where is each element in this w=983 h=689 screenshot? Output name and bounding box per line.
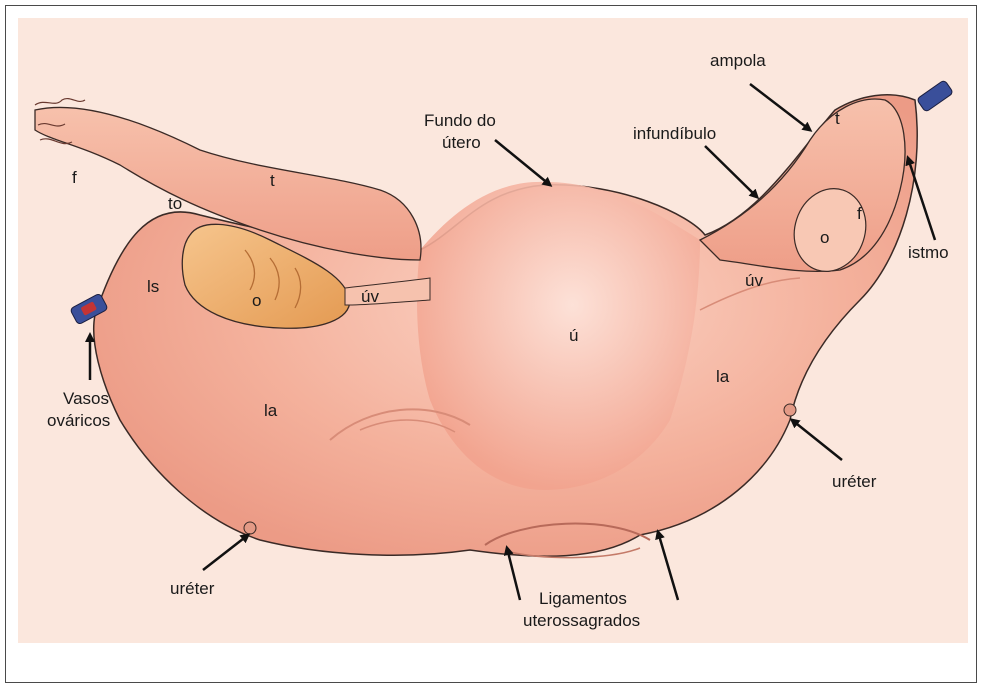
label-ureter-right: uréter bbox=[832, 472, 877, 491]
part-o-right: o bbox=[820, 228, 829, 247]
arrow-ureter-left bbox=[203, 535, 248, 570]
part-to: to bbox=[168, 194, 182, 213]
arrow-ampola bbox=[750, 84, 810, 130]
part-f-right: f bbox=[857, 204, 862, 223]
right-ureter-mark bbox=[784, 404, 796, 416]
label-ligamentos-line2: uterossagrados bbox=[523, 611, 640, 630]
part-uv-right: úv bbox=[745, 271, 763, 290]
label-ureter-left: uréter bbox=[170, 579, 215, 598]
part-t-right: t bbox=[835, 109, 840, 128]
part-la-left: la bbox=[264, 401, 278, 420]
arrow-istmo bbox=[908, 158, 935, 240]
part-uv-left: úv bbox=[361, 287, 379, 306]
label-istmo: istmo bbox=[908, 243, 949, 262]
label-vasos-line2: ováricos bbox=[47, 411, 110, 430]
part-o-left: o bbox=[252, 291, 261, 310]
arrow-ligamento-right bbox=[658, 532, 678, 600]
arrow-ureter-right bbox=[792, 420, 842, 460]
part-t-left: t bbox=[270, 171, 275, 190]
part-f-left: f bbox=[72, 168, 77, 187]
right-ovarian-vessels bbox=[916, 80, 953, 113]
label-ligamentos-line1: Ligamentos bbox=[539, 589, 627, 608]
left-ureter-mark bbox=[244, 522, 256, 534]
label-vasos-line1: Vasos bbox=[63, 389, 109, 408]
arrow-infundibulo bbox=[705, 146, 757, 197]
label-fundo-line1: Fundo do bbox=[424, 111, 496, 130]
part-la-right: la bbox=[716, 367, 730, 386]
label-infundibulo: infundíbulo bbox=[633, 124, 716, 143]
part-u: ú bbox=[569, 326, 578, 345]
label-ampola: ampola bbox=[710, 51, 766, 70]
label-fundo-line2: útero bbox=[442, 133, 481, 152]
part-ls: ls bbox=[147, 277, 159, 296]
arrow-fundo bbox=[495, 140, 550, 185]
